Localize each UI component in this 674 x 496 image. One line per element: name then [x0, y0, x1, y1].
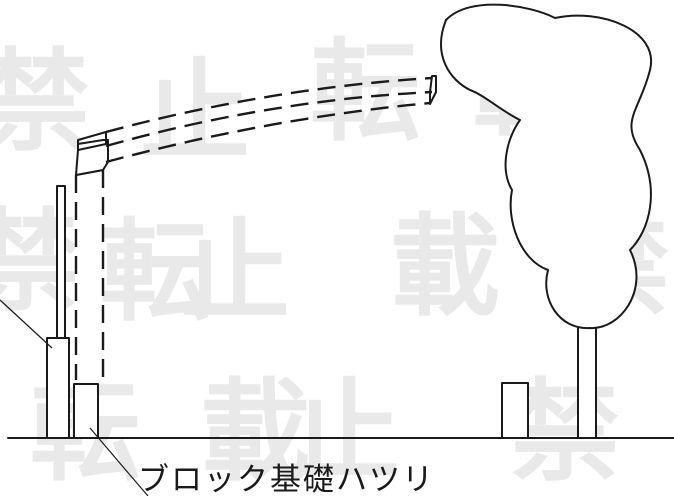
watermark-glyph: 禁 [0, 198, 80, 326]
left-leader-line [0, 299, 53, 349]
watermark-glyph: 止 [290, 368, 400, 496]
watermark-glyph: 転 [310, 28, 420, 156]
watermark-glyph: 載 [200, 368, 310, 496]
watermark-glyph: 載 [390, 203, 500, 331]
watermark-glyph: 禁 [0, 38, 90, 166]
callout-leader-line [89, 427, 149, 496]
small-post [501, 382, 529, 439]
tree-icon [440, 3, 653, 439]
watermark-glyph: 止 [140, 48, 250, 176]
watermark-glyph: 転 [100, 208, 210, 336]
carport-column [74, 139, 109, 384]
block-foundation [73, 383, 99, 439]
carport-roof [77, 75, 437, 164]
existing-block [46, 337, 70, 439]
watermark-glyph: 止 [180, 208, 290, 336]
existing-pole [56, 185, 66, 339]
callout-label: ブロック基礎ハツリ [138, 462, 435, 496]
